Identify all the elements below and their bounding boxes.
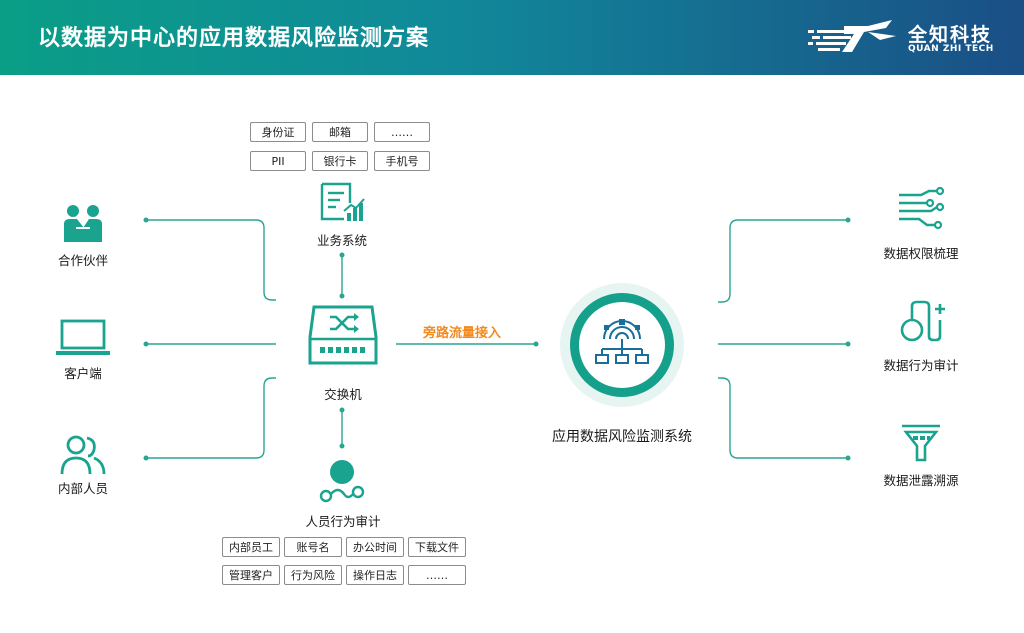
bird-logo-icon bbox=[808, 20, 896, 52]
logo-en-text: QUAN ZHI TECH bbox=[908, 44, 994, 54]
logo-cn-text: 全知科技 bbox=[908, 24, 993, 46]
tag-office-time: 办公时间 bbox=[346, 537, 404, 557]
laptop-icon bbox=[56, 319, 110, 355]
behavior-audit-icon bbox=[900, 300, 945, 342]
tag-email: 邮箱 bbox=[312, 122, 368, 142]
page-title: 以数据为中心的应用数据风险监测方案 bbox=[38, 26, 430, 51]
tag-bank-card: 银行卡 bbox=[312, 151, 368, 171]
permission-sort-label: 数据权限梳理 bbox=[883, 246, 959, 261]
partner-icon bbox=[64, 205, 102, 242]
tag-op-log: 操作日志 bbox=[346, 565, 404, 585]
bypass-flow-label: 旁路流量接入 bbox=[423, 326, 502, 341]
monitoring-system-icon bbox=[560, 283, 684, 407]
company-logo: 全知科技 QUAN ZHI TECH bbox=[808, 16, 1008, 60]
switch-label: 交换机 bbox=[324, 387, 362, 402]
tag-download: 下载文件 bbox=[408, 537, 466, 557]
tag-manage-client: 管理客户 bbox=[222, 565, 280, 585]
tag-phone: 手机号 bbox=[374, 151, 430, 171]
leak-trace-icon bbox=[902, 424, 940, 462]
partner-label: 合作伙伴 bbox=[57, 253, 109, 268]
business-system-label: 业务系统 bbox=[316, 233, 368, 248]
tag-more-top: …… bbox=[374, 122, 430, 142]
staff-icon bbox=[60, 435, 106, 475]
tag-behavior-risk: 行为风险 bbox=[284, 565, 342, 585]
tag-more-bottom: …… bbox=[408, 565, 466, 585]
staff-label: 内部人员 bbox=[57, 481, 109, 496]
header-banner: 以数据为中心的应用数据风险监测方案 全知科技 QUAN ZHI TECH bbox=[0, 0, 1024, 75]
behavior-audit-label: 数据行为审计 bbox=[883, 358, 959, 373]
permission-sort-icon bbox=[899, 187, 945, 230]
personnel-audit-label: 人员行为审计 bbox=[305, 514, 381, 529]
monitoring-system-label: 应用数据风险监测系统 bbox=[552, 429, 692, 445]
client-label: 客户端 bbox=[64, 366, 102, 381]
personnel-audit-icon bbox=[319, 460, 365, 503]
switch-icon bbox=[308, 305, 378, 365]
leak-trace-label: 数据泄露溯源 bbox=[883, 473, 959, 488]
business-system-icon bbox=[320, 182, 365, 221]
tag-account: 账号名 bbox=[284, 537, 342, 557]
tag-id-card: 身份证 bbox=[250, 122, 306, 142]
tag-staff: 内部员工 bbox=[222, 537, 280, 557]
tag-pii: PII bbox=[250, 151, 306, 171]
